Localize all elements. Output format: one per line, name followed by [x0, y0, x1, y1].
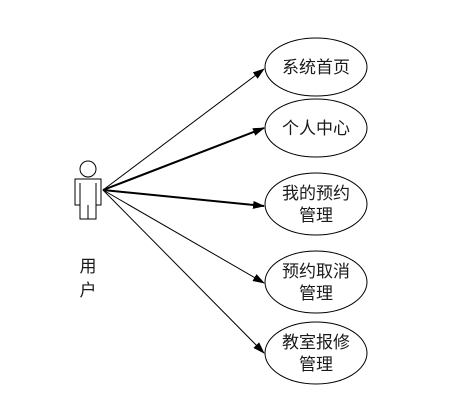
actor-body: [74, 178, 102, 220]
use-case-label-line-2: 管理: [299, 355, 333, 375]
association-homepage: [102, 68, 265, 191]
use-case-personal-center: 个人中心: [264, 98, 368, 158]
actor-figure: [74, 160, 102, 220]
association-personal-center: [102, 127, 265, 191]
association-my-reservations: [102, 189, 265, 209]
use-case-ellipse: [264, 37, 368, 97]
actor-name-line-2: 户: [80, 281, 97, 301]
use-case-classroom-repair: 教室报修 管理: [264, 321, 368, 385]
use-case-ellipse: [264, 172, 368, 236]
use-case-label-line-1: 预约取消: [282, 262, 350, 282]
use-case-cancel-reservations: 预约取消 管理: [264, 250, 368, 314]
use-case-my-reservations: 我的预约 管理: [264, 172, 368, 236]
use-case-label-line-2: 管理: [299, 284, 333, 304]
association-lines: [102, 68, 265, 354]
use-case-label-line-1: 教室报修: [282, 333, 350, 353]
use-case-label-line-1: 我的预约: [282, 184, 350, 204]
use-case-label: 系统首页: [282, 58, 350, 78]
use-case-ellipse: [264, 250, 368, 314]
actor-head: [79, 160, 97, 178]
association-classroom-repair: [102, 189, 265, 354]
use-case-label-line-2: 管理: [299, 206, 333, 226]
use-case-homepage: 系统首页: [264, 37, 368, 97]
use-case-ellipse: [264, 98, 368, 158]
use-case-ellipse: [264, 321, 368, 385]
use-case-label: 个人中心: [282, 119, 350, 139]
association-cancel-reservations: [102, 189, 265, 284]
actor-name-line-1: 用: [80, 257, 97, 277]
